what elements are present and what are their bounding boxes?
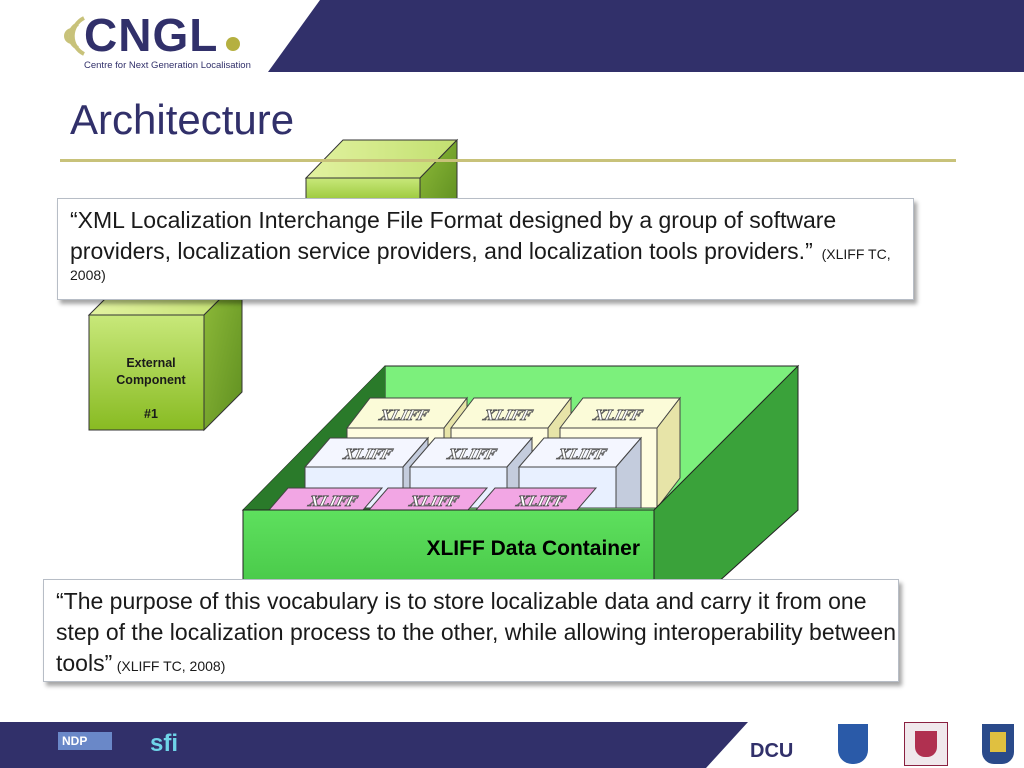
tcd-crest-icon bbox=[904, 722, 948, 766]
page-title: Architecture bbox=[70, 96, 295, 143]
logo-wordmark: CNGL bbox=[84, 9, 219, 61]
quote-text: “The purpose of this vocabulary is to st… bbox=[56, 588, 896, 676]
external-component-label-line2: Component bbox=[116, 373, 186, 387]
title-rule bbox=[60, 159, 956, 162]
quote-callout-top: “XML Localization Interchange File Forma… bbox=[57, 198, 914, 300]
sfi-logo: sfi bbox=[138, 726, 198, 764]
xliff-label: XLIFF bbox=[305, 494, 360, 510]
dcu-logo-text: DCU bbox=[750, 740, 794, 762]
xliff-label: XLIFF bbox=[444, 447, 499, 463]
cngl-logo: CNGL Centre for Next Generation Localisa… bbox=[56, 8, 256, 74]
quote-text: “XML Localization Interchange File Forma… bbox=[70, 207, 837, 264]
xliff-label: XLIFF bbox=[340, 447, 395, 463]
xliff-label: XLIFF bbox=[376, 408, 431, 424]
ndp-logo: NDP bbox=[58, 732, 116, 762]
ucd-crest-icon bbox=[838, 724, 868, 764]
quote-citation: (XLIFF TC, 2008) bbox=[116, 658, 226, 674]
xliff-data-container: XLIFF XLIFF XLIFF XLIFF XLIFF XLIFF XLIF… bbox=[241, 364, 800, 642]
footer-band bbox=[0, 722, 748, 768]
logo-tagline: Centre for Next Generation Localisation bbox=[84, 60, 251, 71]
xliff-label: XLIFF bbox=[590, 408, 645, 424]
sfi-logo-text: sfi bbox=[150, 730, 179, 757]
dcu-logo: DCU bbox=[744, 726, 806, 766]
external-component-label-number: #1 bbox=[144, 407, 158, 421]
xliff-label: XLIFF bbox=[406, 494, 461, 510]
container-label: XLIFF Data Container bbox=[426, 537, 640, 560]
external-component-label-line1: External bbox=[126, 356, 175, 370]
xliff-label: XLIFF bbox=[480, 408, 535, 424]
xliff-label: XLIFF bbox=[513, 494, 568, 510]
logo-dot-icon bbox=[226, 37, 240, 51]
signal-arcs-icon bbox=[64, 16, 85, 56]
header-band bbox=[268, 0, 1024, 72]
quote-callout-bottom: “The purpose of this vocabulary is to st… bbox=[43, 579, 899, 682]
ndp-logo-text: NDP bbox=[58, 732, 112, 750]
quote-citation: (XLIFF TC, 2008) bbox=[70, 246, 891, 283]
dit-crest-icon bbox=[982, 724, 1014, 764]
xliff-label: XLIFF bbox=[554, 447, 609, 463]
